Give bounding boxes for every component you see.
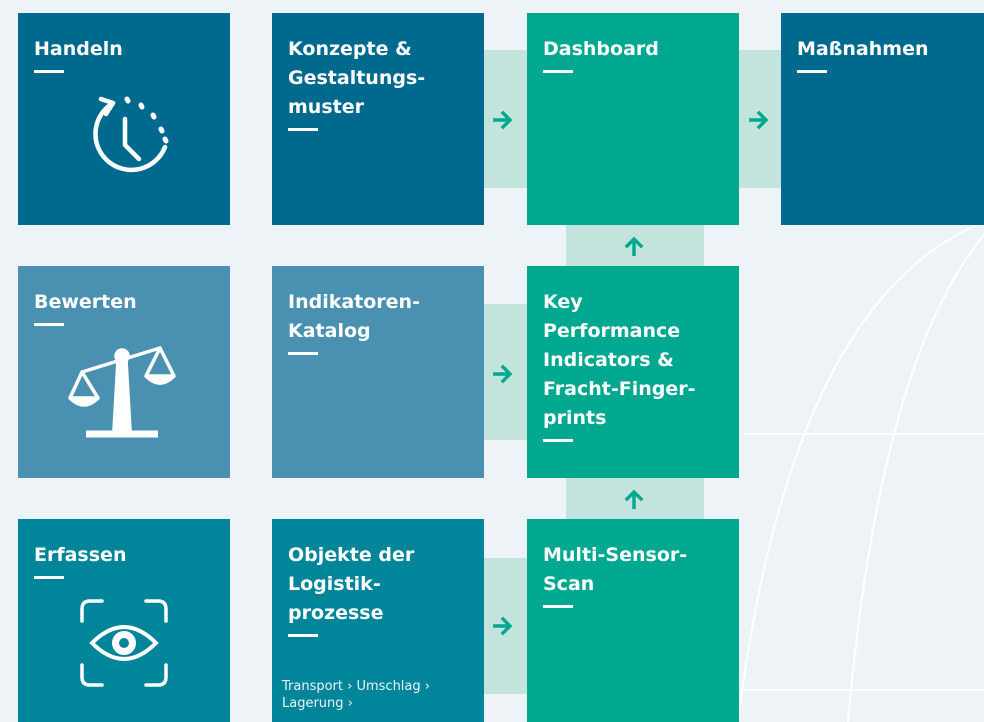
process-steps-text: Transport › Umschlag › Lagerung ›: [282, 679, 430, 711]
box-title: Multi-Sensor- Scan: [543, 544, 688, 595]
box-title: Objekte der Logistik- prozesse: [288, 544, 415, 624]
box-erfassen: Erfassen: [18, 519, 230, 722]
box-indikatoren: Indikatoren- Katalog: [272, 266, 484, 478]
box-dashboard: Dashboard: [527, 13, 739, 225]
clock-refresh-icon: [93, 96, 169, 173]
arrow-right-icon: [493, 616, 513, 636]
title-underline: [543, 70, 573, 73]
title-underline: [34, 323, 64, 326]
box-title: Indikatoren- Katalog: [288, 291, 420, 342]
eye-scan-icon: [80, 599, 168, 687]
arrow-up-icon: [624, 236, 644, 256]
title-underline: [543, 605, 573, 608]
title-underline: [34, 70, 64, 73]
box-objekte: Objekte der Logistik- prozesse Transport…: [272, 519, 484, 722]
title-underline: [288, 128, 318, 131]
box-massnahmen: Maßnahmen: [781, 13, 984, 225]
box-title: Handeln: [34, 38, 123, 60]
box-title: Dashboard: [543, 38, 659, 60]
arrow-up-icon: [624, 489, 644, 509]
box-bewerten: Bewerten: [18, 266, 230, 478]
box-title: Bewerten: [34, 291, 137, 313]
title-underline: [797, 70, 827, 73]
connector-indikatoren-kpi: [482, 304, 528, 440]
box-title: Maßnahmen: [797, 38, 929, 60]
title-underline: [34, 576, 64, 579]
arrow-right-icon: [749, 110, 769, 130]
box-handeln: Handeln: [18, 13, 230, 225]
box-multi-sensor-scan: Multi-Sensor- Scan: [527, 519, 739, 722]
title-underline: [288, 352, 318, 355]
arrow-right-icon: [493, 110, 513, 130]
box-title: Erfassen: [34, 544, 127, 566]
box-kpi: Key Performance Indicators & Fracht-Fing…: [527, 266, 739, 478]
balance-scale-icon: [68, 346, 176, 438]
title-underline: [288, 634, 318, 637]
arrow-right-icon: [493, 364, 513, 384]
box-title: Key Performance Indicators & Fracht-Fing…: [543, 291, 696, 429]
box-konzepte: Konzepte & Gestaltungs- muster: [272, 13, 484, 225]
title-underline: [543, 439, 573, 442]
box-title: Konzepte & Gestaltungs- muster: [288, 38, 426, 118]
